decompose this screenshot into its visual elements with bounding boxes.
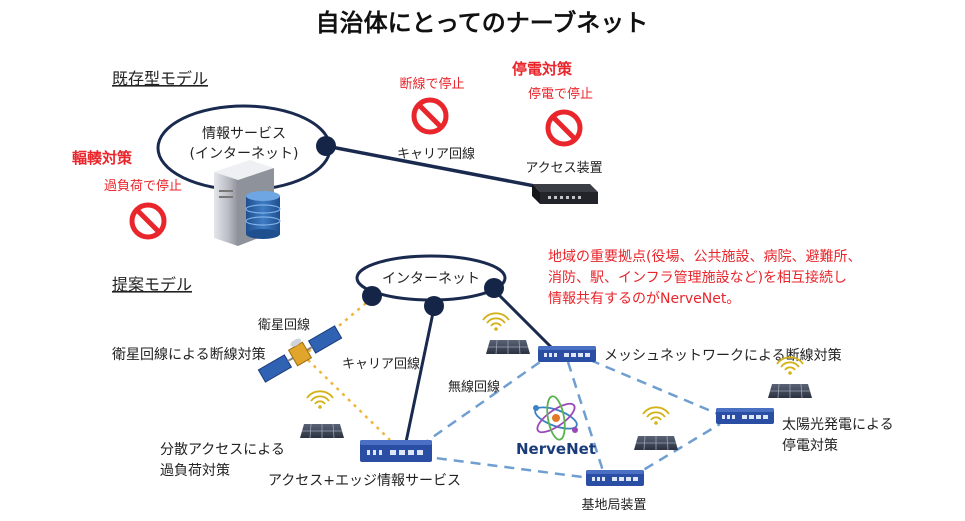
congestion-prohibited-icon bbox=[132, 205, 164, 237]
existing-carrier-label: キャリア回線 bbox=[397, 146, 475, 162]
satellite-downlink-line bbox=[307, 359, 391, 441]
satellite-line-label: 衛星回線 bbox=[258, 317, 310, 333]
proposed-carrier-line bbox=[404, 307, 436, 443]
mesh-measure-label: メッシュネットワークによる断線対策 bbox=[604, 347, 842, 364]
solar-panel-icon bbox=[767, 383, 813, 399]
satellite-uplink-line bbox=[307, 297, 373, 353]
existing-carrier-line bbox=[325, 144, 567, 194]
satellite-icon bbox=[257, 325, 343, 383]
satellite-measure-label: 衛星回線による断線対策 bbox=[112, 346, 266, 363]
wireless-mesh-links bbox=[419, 358, 721, 480]
internet-label: インターネット bbox=[382, 271, 480, 287]
power-measure-title: 停電対策 bbox=[512, 60, 573, 78]
existing-model: 既存型モデル 情報サービス (インターネット) 輻輳対策 過負荷で停止 断線で停… bbox=[72, 60, 603, 246]
line-cut-prohibited-icon bbox=[414, 100, 446, 132]
description-line-3: 情報共有するのがNerveNet。 bbox=[548, 291, 740, 307]
wireless-line-label: 無線回線 bbox=[448, 379, 500, 395]
proposed-model-label: 提案モデル bbox=[112, 275, 192, 294]
solar-measure-label-2: 停電対策 bbox=[782, 437, 838, 454]
congestion-measure-title: 輻輳対策 bbox=[72, 149, 133, 167]
internet-node-right bbox=[484, 278, 504, 298]
internet-paren-label: (インターネット) bbox=[190, 146, 299, 162]
existing-model-label: 既存型モデル bbox=[112, 69, 208, 88]
nervenet-logo: NerveNet bbox=[516, 395, 596, 458]
proposed-carrier-label: キャリア回線 bbox=[342, 356, 420, 372]
congestion-stop-text: 過負荷で停止 bbox=[104, 178, 182, 194]
info-service-label: 情報サービス bbox=[202, 126, 286, 142]
mesh-router-icon bbox=[538, 346, 596, 362]
edge-solar-panel-icon bbox=[299, 423, 345, 439]
existing-network-node bbox=[316, 136, 336, 156]
edge-wireless-icon bbox=[306, 390, 334, 410]
access-device-label: アクセス装置 bbox=[525, 161, 602, 176]
internet-node-left bbox=[362, 286, 382, 306]
edge-router-icon bbox=[360, 440, 432, 462]
access-switch-icon bbox=[532, 184, 598, 204]
description-line-1: 地域の重要拠点(役場、公共施設、病院、避難所、 bbox=[548, 249, 861, 265]
database-icon bbox=[245, 191, 281, 239]
power-prohibited-icon bbox=[548, 112, 580, 144]
power-stop-text: 停電で停止 bbox=[528, 86, 593, 102]
mesh-uplink-line bbox=[492, 288, 558, 354]
base-wireless-icon bbox=[642, 406, 670, 426]
mesh-solar-panel-icon bbox=[485, 339, 531, 355]
page-title: 自治体にとってのナーブネット bbox=[316, 9, 649, 37]
description-line-2: 消防、駅、インフラ管理施設など)を相互接続し bbox=[548, 269, 847, 286]
solar-measure-label-1: 太陽光発電による bbox=[782, 417, 894, 433]
internet-node-center bbox=[424, 296, 444, 316]
mesh-wireless-icon bbox=[482, 312, 510, 332]
base-station-label: 基地局装置 bbox=[581, 498, 646, 513]
base-solar-panel-icon bbox=[633, 435, 679, 451]
line-cut-stop-text: 断線で停止 bbox=[399, 76, 464, 92]
solar-router-icon bbox=[716, 408, 774, 424]
edge-service-label: アクセス+エッジ情報サービス bbox=[268, 473, 461, 489]
distributed-measure-label-2: 過負荷対策 bbox=[160, 462, 230, 479]
base-router-icon bbox=[586, 470, 644, 486]
proposed-model: 提案モデル インターネット 地域の重要拠点(役場、公共施設、病院、避難所、 消防… bbox=[112, 249, 894, 513]
distributed-measure-label-1: 分散アクセスによる bbox=[160, 442, 285, 458]
nervenet-description: 地域の重要拠点(役場、公共施設、病院、避難所、 消防、駅、インフラ管理施設など)… bbox=[548, 249, 866, 307]
nervenet-logo-text: NerveNet bbox=[516, 440, 596, 458]
